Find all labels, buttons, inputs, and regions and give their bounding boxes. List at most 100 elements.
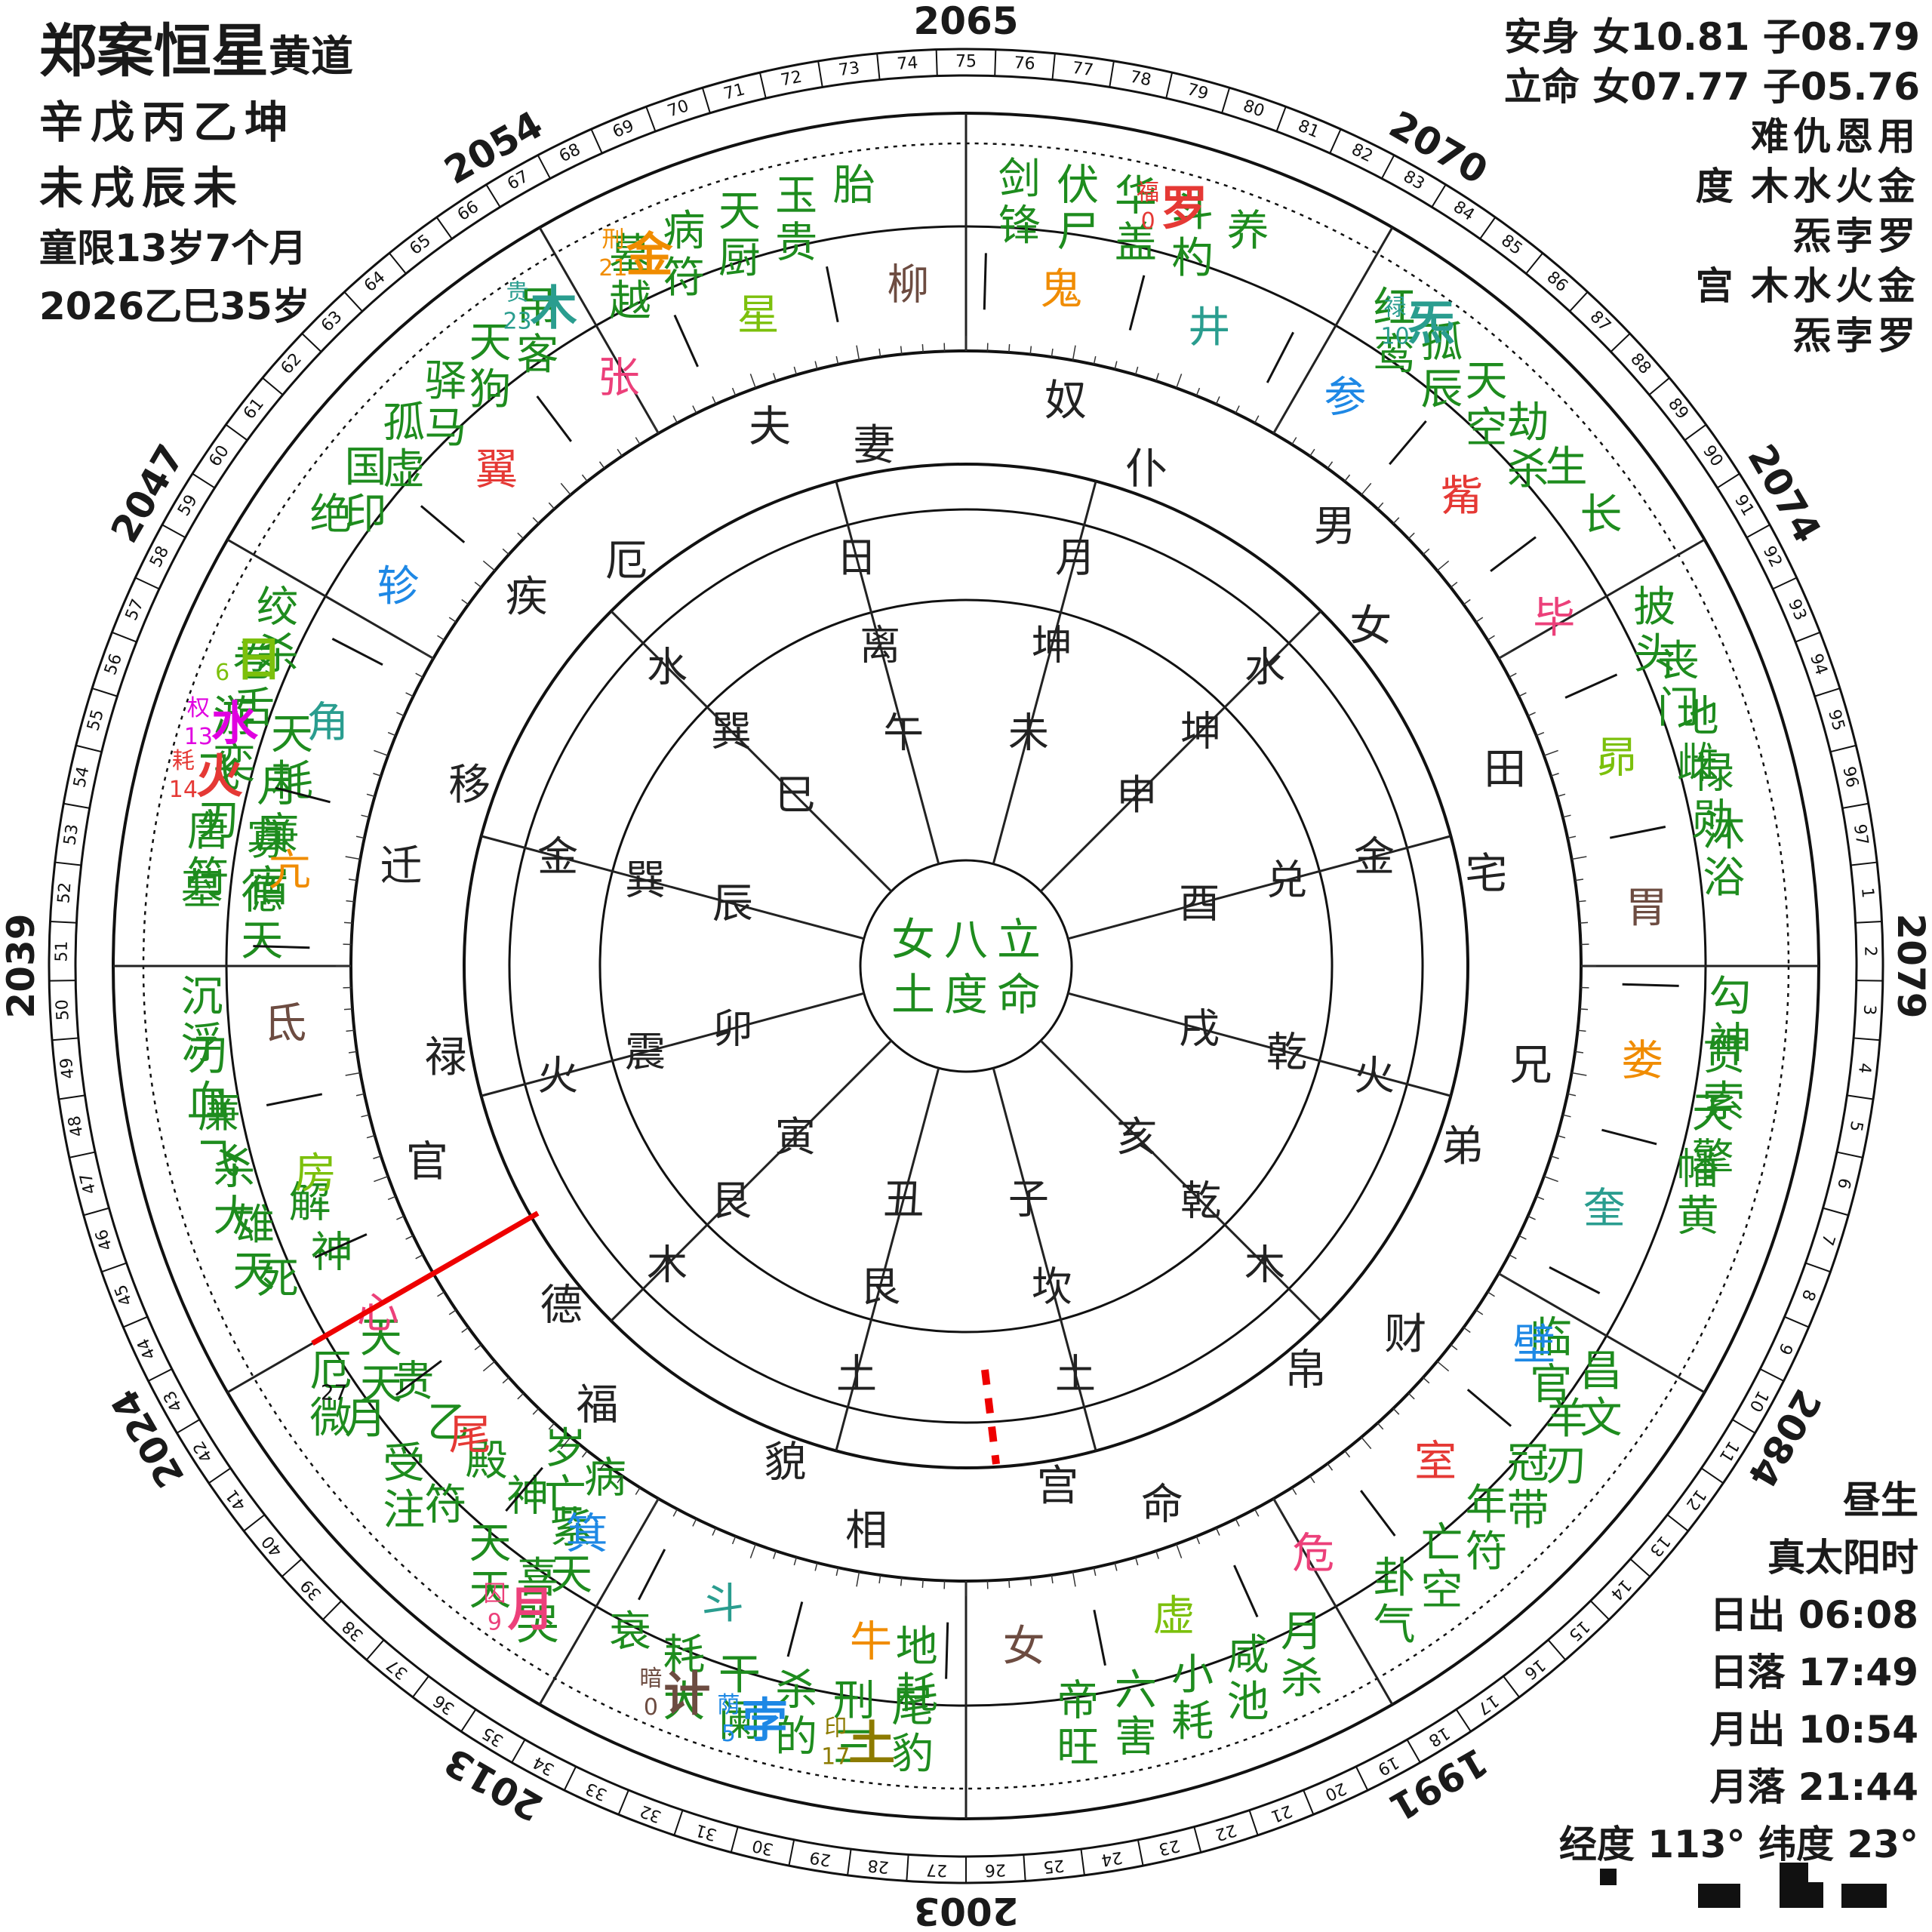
star-name: 披头: [1633, 583, 1675, 679]
age-tick: [111, 631, 137, 643]
age-tick: [1221, 87, 1231, 114]
star-char: 鸾: [1374, 331, 1416, 380]
star-char: 天: [469, 1519, 512, 1568]
age-number: 8: [1798, 1287, 1819, 1303]
mansion-divider: [505, 1466, 543, 1512]
planet-note: 权: [187, 695, 210, 721]
degree-tick: [878, 348, 881, 358]
mansion: 女: [1003, 1622, 1045, 1671]
degree-tick: [560, 482, 571, 496]
age-tick: [122, 1315, 148, 1328]
planet-note: 囚: [483, 1580, 506, 1607]
star-char: 临: [1530, 1313, 1572, 1362]
star-char: 耗: [896, 1669, 938, 1718]
star-char: 耗: [271, 757, 313, 806]
star-name: 唐符: [187, 807, 229, 903]
star-char: 盖: [1115, 219, 1157, 268]
age-tick: [1772, 577, 1798, 590]
star-char: 殿: [466, 1437, 508, 1486]
star-char: 咸: [1227, 1631, 1269, 1680]
star-name: 死: [257, 1254, 299, 1303]
age-tick: [1248, 1810, 1259, 1836]
degree-tick: [1029, 346, 1032, 355]
age-tick: [1830, 744, 1857, 753]
star-name: 国印: [345, 443, 387, 539]
star-char: 天: [241, 916, 283, 965]
age-tick: [701, 87, 711, 114]
star-char: 幡: [1677, 1146, 1719, 1195]
star-char: 月: [1281, 1607, 1323, 1657]
inner-divider: [481, 992, 865, 1097]
childhood-limit: 童限13岁7个月: [39, 226, 307, 270]
ring-8: [859, 859, 1073, 1073]
inner-divider: [992, 481, 1097, 865]
mansion: 室: [1414, 1438, 1457, 1487]
star-char: 的: [775, 1712, 817, 1761]
degree-tick: [1254, 415, 1260, 423]
sunrise: 日出 06:08: [1709, 1593, 1918, 1637]
mansion-divider: [275, 786, 331, 804]
degree-tick: [749, 1543, 756, 1558]
inner-divider: [835, 1067, 940, 1451]
age-number: 24: [1100, 1847, 1124, 1869]
star-char: 血: [187, 1078, 229, 1127]
star-char: 符: [187, 854, 229, 903]
planet-degree: 21: [598, 255, 627, 281]
age-tick: [69, 1151, 96, 1158]
degree-tick: [355, 1093, 365, 1097]
star-name: 岁亡: [544, 1425, 586, 1521]
star-char: 羊: [1545, 1395, 1587, 1444]
age-tick: [1303, 1789, 1315, 1815]
star-name: 贯索: [1703, 1031, 1745, 1127]
star-char: 天: [550, 1551, 592, 1600]
age-tick: [1856, 980, 1883, 982]
star-name: 尾豹: [891, 1683, 934, 1779]
age-tick: [1700, 1467, 1724, 1484]
degree-tick: [1344, 474, 1351, 482]
mansion: 井: [1188, 303, 1230, 352]
degree-tick: [374, 749, 389, 756]
planet-degree: 13: [184, 724, 213, 750]
degree-tick: [650, 420, 660, 434]
mansion-divider: [1609, 826, 1666, 839]
degree-tick: [1509, 672, 1517, 678]
degree-tick: [1008, 1579, 1011, 1589]
palace-divider: [1272, 1498, 1394, 1706]
degree-tick: [1463, 1327, 1471, 1334]
star-char: 旺: [1057, 1724, 1099, 1773]
age-tick: [788, 1839, 795, 1866]
age-tick: [435, 217, 453, 240]
branch-char: 酉: [1179, 880, 1220, 928]
star-name: 天擎: [1692, 1088, 1734, 1184]
star-char: 官: [1530, 1360, 1572, 1409]
star-char: 天: [1692, 1088, 1734, 1137]
degree-tick: [793, 366, 798, 375]
age-number: 74: [897, 54, 919, 74]
star-char: 刃: [1545, 1441, 1587, 1491]
mansion: 张: [598, 353, 640, 402]
degree-tick: [1235, 405, 1240, 414]
mansion-divider: [1490, 536, 1537, 572]
planet-8: 计暗0: [639, 1666, 710, 1721]
star-char: 害: [1115, 1712, 1157, 1761]
degree-tick: [1072, 1571, 1076, 1587]
degree-tick: [448, 1309, 457, 1315]
star-char: 绝: [310, 491, 352, 540]
degree-tick: [1577, 1029, 1586, 1032]
star-char: 墓: [180, 866, 223, 915]
planet-degree: 5: [721, 1721, 736, 1747]
age-tick: [412, 1675, 429, 1698]
star-char: 符: [424, 1481, 466, 1530]
age-tick: [1805, 1262, 1831, 1273]
age-tick: [1023, 1854, 1026, 1881]
branch-char: 木: [1244, 1241, 1285, 1288]
branch-char: 坤: [1032, 621, 1072, 669]
age-tick: [134, 577, 160, 590]
moonset: 月落 21:44: [1709, 1765, 1918, 1809]
star-name: 杀的: [775, 1666, 817, 1761]
star-name: 长: [1580, 491, 1622, 540]
degree-tick: [1436, 1361, 1450, 1372]
mansion-divider: [1549, 1266, 1601, 1294]
age-number: 53: [60, 823, 82, 846]
